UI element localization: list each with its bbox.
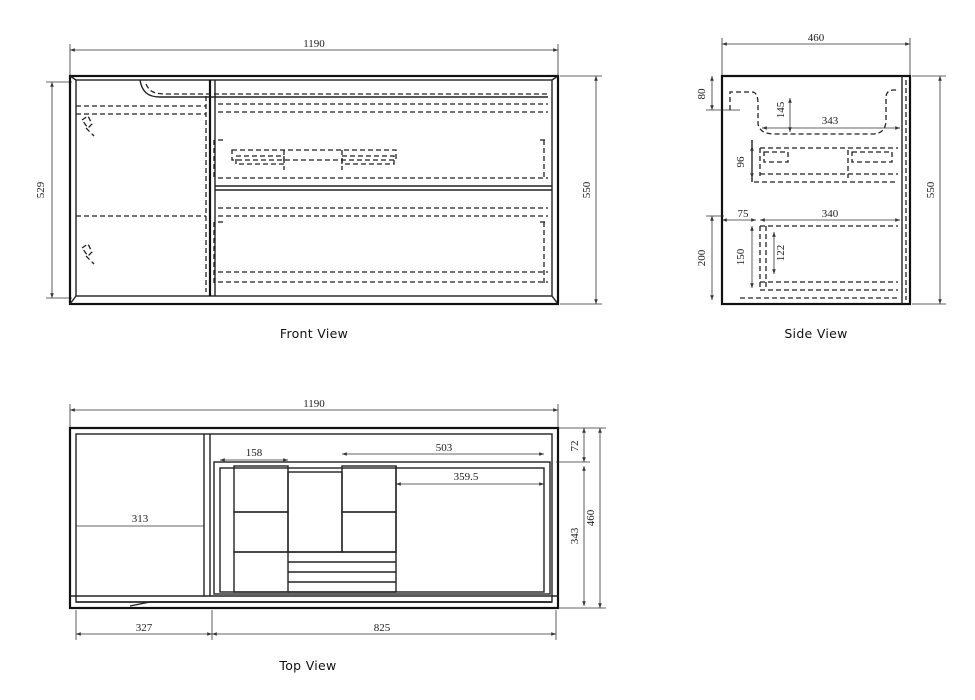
top-left-dim: 313 bbox=[132, 513, 149, 525]
top-back-gap-dim: 72 bbox=[569, 441, 581, 452]
side-drawer-bottom-inner-dim: 122 bbox=[775, 245, 787, 262]
front-inner-height-dim: 529 bbox=[35, 181, 47, 198]
top-inner-depth-dim: 343 bbox=[569, 527, 581, 544]
top-view: 1190 313 158 503 359.5 bbox=[68, 398, 606, 673]
top-depth-dim: 460 bbox=[585, 509, 597, 526]
side-bottom-zone-dim: 200 bbox=[696, 249, 708, 266]
front-outer-height-dim: 550 bbox=[581, 181, 593, 198]
front-width-dim: 1190 bbox=[303, 38, 325, 50]
front-view: 1190 529 550 bbox=[35, 38, 602, 341]
top-left-section-dim: 327 bbox=[136, 622, 153, 634]
side-inner-depth-top-dim: 343 bbox=[822, 115, 839, 127]
side-depth-dim: 460 bbox=[808, 32, 825, 44]
side-offset-dim: 75 bbox=[738, 208, 750, 220]
side-drawer-bottom-dim: 150 bbox=[735, 248, 747, 265]
side-view-title: Side View bbox=[784, 326, 847, 341]
side-top-rail-dim: 80 bbox=[696, 88, 708, 100]
side-drawer-top-dim: 96 bbox=[735, 156, 747, 168]
front-view-title: Front View bbox=[280, 326, 348, 341]
side-height-dim: 550 bbox=[925, 181, 937, 198]
side-inner-depth-bottom-dim: 340 bbox=[822, 208, 839, 220]
top-inner-span-dim: 359.5 bbox=[454, 471, 479, 483]
top-right-section-dim: 825 bbox=[374, 622, 391, 634]
side-basin-drop-dim: 145 bbox=[775, 101, 787, 118]
side-view: 460 550 80 145 343 96 bbox=[696, 32, 946, 341]
top-right-span-dim: 503 bbox=[436, 442, 453, 454]
top-width-dim: 1190 bbox=[303, 398, 325, 410]
top-slot-width-dim: 158 bbox=[246, 447, 263, 459]
top-view-title: Top View bbox=[278, 658, 336, 673]
